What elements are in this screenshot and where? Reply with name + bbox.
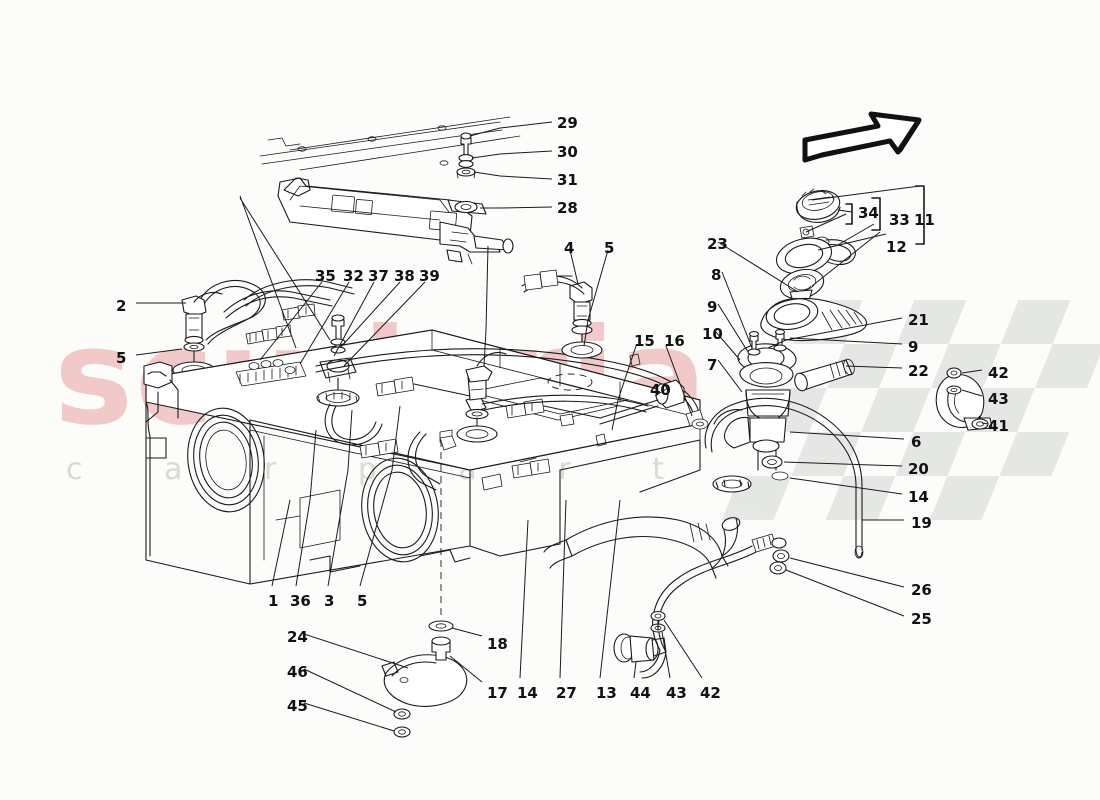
callout-28[interactable]: 28 (557, 199, 578, 217)
callout-29[interactable]: 29 (557, 114, 578, 132)
callout-25[interactable]: 25 (911, 610, 932, 628)
callout-40[interactable]: 40 (650, 381, 671, 399)
callout-46[interactable]: 46 (287, 663, 308, 681)
callout-19[interactable]: 19 (911, 514, 932, 532)
callout-11[interactable]: 11 (914, 211, 935, 229)
callout-23[interactable]: 23 (707, 235, 728, 253)
leader-lines (135, 121, 989, 732)
lower-left-bracket-24 (381, 654, 468, 738)
pipe-21-seg (713, 409, 743, 425)
oil-tank-body (143, 329, 701, 585)
callout-5[interactable]: 5 (357, 592, 368, 610)
callout-31[interactable]: 31 (557, 171, 578, 189)
callout-7[interactable]: 7 (707, 356, 718, 374)
callout-9[interactable]: 9 (707, 298, 718, 316)
callout-44[interactable]: 44 (630, 684, 651, 702)
filler-neck-assembly (712, 188, 868, 493)
callout-43[interactable]: 43 (666, 684, 687, 702)
callout-33[interactable]: 33 (889, 211, 910, 229)
callout-4[interactable]: 4 (564, 239, 575, 257)
callout-20[interactable]: 20 (908, 460, 929, 478)
callout-22[interactable]: 22 (908, 362, 929, 380)
callout-24[interactable]: 24 (287, 628, 308, 646)
callout-8[interactable]: 8 (711, 266, 722, 284)
fitting-4-5 (521, 269, 603, 359)
callout-5[interactable]: 5 (604, 239, 615, 257)
callout-18[interactable]: 18 (487, 635, 508, 653)
callout-2[interactable]: 2 (116, 297, 127, 315)
callout-12[interactable]: 12 (886, 238, 907, 256)
callout-26[interactable]: 26 (911, 581, 932, 599)
thin-breather-hose (639, 397, 864, 679)
callout-27[interactable]: 27 (556, 684, 577, 702)
callout-34[interactable]: 34 (858, 204, 879, 222)
sensor-assembly-13-44 (613, 610, 667, 663)
callout-9[interactable]: 9 (908, 338, 919, 356)
upper-feed-rail-assembly (259, 116, 521, 265)
callout-13[interactable]: 13 (596, 684, 617, 702)
fitting-16-40 (599, 379, 709, 430)
callout-39[interactable]: 39 (419, 267, 440, 285)
callout-38[interactable]: 38 (394, 267, 415, 285)
callout-37[interactable]: 37 (368, 267, 389, 285)
callout-15[interactable]: 15 (634, 332, 655, 350)
hose-clamp-41 (935, 367, 993, 431)
bolt-stack-29-30-31-28 (447, 132, 487, 215)
callout-43[interactable]: 43 (988, 390, 1009, 408)
drain-plug-17-18 (428, 440, 454, 661)
callout-45[interactable]: 45 (287, 697, 308, 715)
callout-14[interactable]: 14 (908, 488, 929, 506)
callout-6[interactable]: 6 (911, 433, 922, 451)
callout-3[interactable]: 3 (324, 592, 335, 610)
callout-32[interactable]: 32 (343, 267, 364, 285)
callout-42[interactable]: 42 (700, 684, 721, 702)
callout-21[interactable]: 21 (908, 311, 929, 329)
callout-14[interactable]: 14 (517, 684, 538, 702)
lower-large-hose (543, 516, 741, 579)
forward-direction-arrow-icon (802, 111, 922, 163)
callout-16[interactable]: 16 (664, 332, 685, 350)
callout-10[interactable]: 10 (702, 325, 723, 343)
callout-42[interactable]: 42 (988, 364, 1009, 382)
callout-5[interactable]: 5 (116, 349, 127, 367)
callout-30[interactable]: 30 (557, 143, 578, 161)
callout-17[interactable]: 17 (487, 684, 508, 702)
callout-1[interactable]: 1 (268, 592, 279, 610)
callout-35[interactable]: 35 (315, 267, 336, 285)
callout-41[interactable]: 41 (988, 417, 1009, 435)
callout-36[interactable]: 36 (290, 592, 311, 610)
